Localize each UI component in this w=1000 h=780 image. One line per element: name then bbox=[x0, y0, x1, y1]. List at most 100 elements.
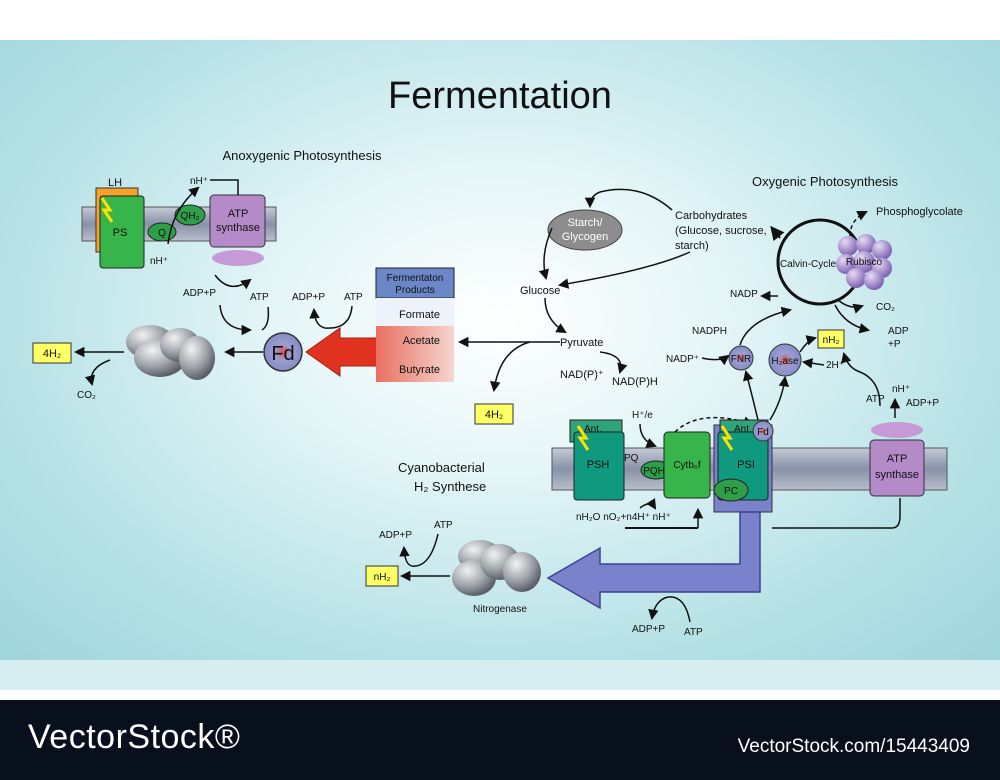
psi-fd-label: Fd bbox=[757, 427, 769, 438]
carbs-line3: starch) bbox=[675, 240, 709, 252]
rubisco-label: Rubisco bbox=[846, 257, 883, 268]
anox-adp-label: ADP+P bbox=[183, 288, 216, 299]
anoxygenic-heading: Anoxygenic Photosynthesis bbox=[223, 148, 382, 163]
oxy-atp-synthase-head bbox=[871, 422, 923, 438]
fd-to-fnr-arrow bbox=[743, 369, 759, 421]
nitrogenase-label: Nitrogenase bbox=[473, 604, 527, 615]
oxygenic-heading: Oxygenic Photosynthesis bbox=[752, 174, 898, 189]
fd-adp-label: ADP+P bbox=[292, 292, 325, 303]
nadp-label: NADP bbox=[730, 289, 758, 300]
oxy-atp-label: ATP bbox=[866, 394, 885, 405]
glucose-label: Glucose bbox=[520, 285, 560, 297]
bottom-band bbox=[0, 660, 1000, 690]
two-h-label: 2H⁺ bbox=[826, 360, 844, 371]
phosphoglycolate-label: Phosphoglycolate bbox=[876, 206, 963, 218]
pyruvate-nadph-arrow bbox=[599, 351, 628, 375]
anox-h2-label: 4H₂ bbox=[43, 348, 61, 360]
oxy-co2-label: CO₂ bbox=[876, 302, 895, 313]
fd-atp-arrow bbox=[309, 305, 353, 329]
oxy-atp-synthase-line1: ATP bbox=[887, 453, 908, 465]
pc-ellipse bbox=[713, 478, 749, 502]
pyruvate-label: Pyruvate bbox=[560, 337, 603, 349]
oxy-adp-line1: ADP bbox=[888, 326, 909, 337]
water-split-arrow bbox=[639, 498, 657, 510]
nadp-plus-arrow bbox=[701, 354, 730, 366]
blue-arrow-adp-label: ADP+P bbox=[632, 624, 665, 635]
nh2-box bbox=[817, 329, 845, 349]
carbs-line1: Carbohydrates bbox=[675, 210, 748, 222]
nadph-reduced-label: NAD(P)H bbox=[612, 376, 658, 388]
light-bolt-icon bbox=[100, 197, 114, 223]
cytb6f-complex bbox=[663, 431, 711, 499]
starch-glycogen-ellipse bbox=[547, 209, 623, 251]
products-header-line2: Products bbox=[395, 285, 434, 296]
cytb6f-label: Cytb₆f bbox=[673, 460, 701, 471]
co2-arrow bbox=[84, 359, 111, 387]
ant2-label: Ant. bbox=[734, 424, 752, 435]
fnr-label: FNR bbox=[731, 354, 752, 365]
fd-circle bbox=[263, 332, 303, 372]
pqh2-label: PQH₂ bbox=[643, 466, 669, 477]
anox-atp-arrow bbox=[214, 274, 252, 290]
products-highlight bbox=[376, 326, 454, 382]
oxy-adp-line2: +P bbox=[888, 339, 901, 350]
co2-label: CO₂ bbox=[77, 390, 96, 401]
he-arrow bbox=[639, 423, 657, 448]
product-formate: Formate bbox=[399, 309, 440, 321]
anox-cycle-arrow-left bbox=[219, 304, 253, 336]
starch-to-glucose-arrow bbox=[538, 227, 553, 281]
blue-arrow-atp-arrow bbox=[648, 596, 691, 623]
product-butyrate: Butyrate bbox=[399, 364, 440, 376]
ps-label: PS bbox=[113, 227, 128, 239]
qh2-label: QH₂ bbox=[181, 211, 200, 222]
he-label: H⁺/e bbox=[632, 410, 653, 421]
ps-complex bbox=[99, 195, 145, 269]
footer-brand[interactable]: VectorStock® bbox=[28, 718, 241, 756]
oxygenic-atp-synthase bbox=[869, 439, 925, 497]
anox-nh-bottom: nH⁺ bbox=[150, 256, 168, 267]
pc-label: PC bbox=[724, 486, 738, 497]
products-header-line1: Fermentaton bbox=[387, 273, 444, 284]
proton-to-synthase-line bbox=[772, 498, 901, 529]
carbs-to-starch-arrow bbox=[584, 188, 673, 211]
anox-atp-synthase-line1: ATP bbox=[228, 208, 249, 220]
oxy-nh-plus: nH⁺ bbox=[892, 384, 910, 395]
psi-label: PSI bbox=[737, 459, 755, 471]
nadp-oxidized-label: NAD(P)⁺ bbox=[560, 369, 604, 381]
anox-proton-line bbox=[210, 179, 239, 195]
cyano-heading-line1: Cyanobacterial bbox=[398, 460, 485, 475]
nitrogenase-h2-label: nH₂ bbox=[374, 572, 391, 583]
anox-cycle-arrow-right bbox=[261, 306, 270, 331]
below-membrane-text: nH₂O nO₂+n4H⁺ nH⁺ bbox=[576, 512, 671, 523]
blue-arrow-atp-label: ATP bbox=[684, 627, 703, 638]
starch-line1: Starch/ bbox=[568, 217, 604, 229]
carbs-line2: (Glucose, sucrose, bbox=[675, 225, 767, 237]
anox-h2-box bbox=[32, 342, 72, 364]
two-h-arrow bbox=[801, 358, 825, 369]
anox-nh-arrow bbox=[167, 186, 200, 245]
cyano-heading-line2: H₂ Synthese bbox=[414, 479, 486, 494]
hydrogenase-blob bbox=[126, 325, 215, 380]
nh2-label: nH₂ bbox=[823, 335, 840, 346]
pq-label: PQ bbox=[624, 453, 639, 464]
co2-in-arrow bbox=[837, 299, 864, 314]
ant1-label: Ant. bbox=[584, 424, 602, 435]
blue-flow-arrow bbox=[546, 511, 761, 610]
pathway-h2-box bbox=[474, 403, 514, 425]
fermentation-diagram: Fermentation Anoxygenic Photosynthesis L… bbox=[32, 75, 963, 638]
fd-atp-label: ATP bbox=[344, 292, 363, 303]
footer-image-id[interactable]: VectorStock.com/15443409 bbox=[737, 736, 970, 757]
anox-atp-synthase-line2: synthase bbox=[216, 222, 260, 234]
h2ase-output-arrow bbox=[799, 335, 818, 353]
calvin-ring-arrow bbox=[770, 225, 785, 242]
psh-light-bolt-icon bbox=[576, 425, 590, 451]
atp-to-nh2-arrow bbox=[841, 351, 881, 407]
carbs-to-glucose-arrow bbox=[557, 251, 691, 289]
glucose-to-pyruvate-arrow bbox=[544, 297, 567, 334]
nadph-label: NADPH bbox=[692, 326, 727, 337]
nitrogenase-atp-label: ATP bbox=[434, 520, 453, 531]
pyruvate-to-h2-arrow bbox=[490, 341, 531, 393]
starch-line2: Glycogen bbox=[562, 231, 608, 243]
page-title: Fermentation bbox=[388, 75, 612, 117]
nitrogenase-blob bbox=[452, 540, 541, 596]
